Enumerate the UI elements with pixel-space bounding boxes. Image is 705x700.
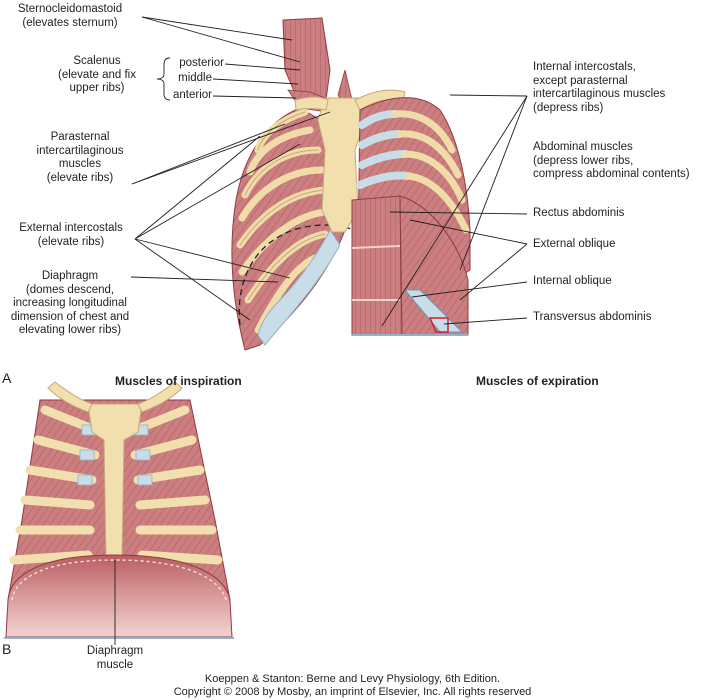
label-line: dimension of chest and	[10, 310, 130, 323]
label-line: compress abdominal contents)	[533, 168, 690, 180]
label-line: (elevate and fix	[58, 68, 136, 81]
label-scalenus-posterior: posterior	[179, 57, 224, 69]
leader-lines	[114, 16, 528, 645]
label-external-intercostals: External intercostals (elevate ribs)	[8, 222, 134, 249]
label-line: upper ribs)	[69, 82, 125, 94]
sternum	[294, 89, 406, 233]
label-transversus-abdominis: Transversus abdominis	[533, 311, 652, 323]
label-line: Internal intercostals,	[533, 61, 636, 73]
label-line: (domes descend,	[25, 283, 115, 296]
label-rectus-abdominis: Rectus abdominis	[533, 207, 625, 219]
thorax-front-view	[4, 381, 234, 639]
label-line: Abdominal muscles	[533, 141, 633, 153]
label-line: muscle	[96, 658, 134, 671]
label-line: Scalenus	[73, 55, 121, 67]
label-external-oblique: External oblique	[533, 238, 616, 250]
abdominal-wall	[351, 195, 469, 336]
credit-line-2: Copyright © 2008 by Mosby, an imprint of…	[173, 686, 532, 698]
label-scalenus-middle: middle	[178, 72, 212, 84]
header-expiration: Muscles of expiration	[476, 374, 599, 388]
label-line: External intercostals	[19, 222, 123, 234]
header-inspiration: Muscles of inspiration	[115, 374, 242, 388]
label-scalenus: Scalenus (elevate and fix upper ribs)	[38, 55, 156, 96]
label-line: Diaphragm	[86, 645, 144, 657]
label-line: (elevate ribs)	[37, 235, 105, 248]
label-line: intercartilaginous	[36, 144, 124, 157]
label-parasternal: Parasternal intercartilaginous muscles (…	[30, 131, 130, 185]
label-line: Sternocleidomastoid	[17, 3, 123, 15]
label-line: (depress lower ribs,	[533, 154, 634, 167]
label-internal-intercostals: Internal intercostals, except parasterna…	[533, 61, 665, 115]
label-diaphragm: Diaphragm (domes descend, increasing lon…	[0, 270, 140, 338]
label-line: (elevates sternum)	[22, 16, 118, 29]
label-line: Diaphragm	[41, 270, 99, 282]
label-line: Parasternal	[50, 131, 110, 143]
panel-label-b: B	[2, 641, 12, 657]
label-line: except parasternal	[533, 74, 628, 87]
panel-label-a: A	[2, 370, 12, 386]
credit-line-1: Koeppen & Stanton: Berne and Levy Physio…	[204, 673, 501, 685]
label-line: (elevate ribs)	[46, 171, 114, 184]
label-line: muscles	[58, 158, 102, 170]
label-diaphragm-muscle: Diaphragm muscle	[70, 645, 160, 672]
label-internal-oblique: Internal oblique	[533, 275, 612, 287]
label-sternocleidomastoid: Sternocleidomastoid (elevates sternum)	[2, 3, 138, 30]
label-scalenus-anterior: anterior	[173, 89, 212, 101]
label-line: intercartilaginous muscles	[533, 88, 666, 100]
label-line: elevating lower ribs)	[18, 324, 122, 336]
label-line: increasing longitudinal	[13, 297, 127, 309]
label-abdominal-muscles: Abdominal muscles (depress lower ribs, c…	[533, 141, 690, 182]
label-line: (depress ribs)	[533, 101, 604, 114]
